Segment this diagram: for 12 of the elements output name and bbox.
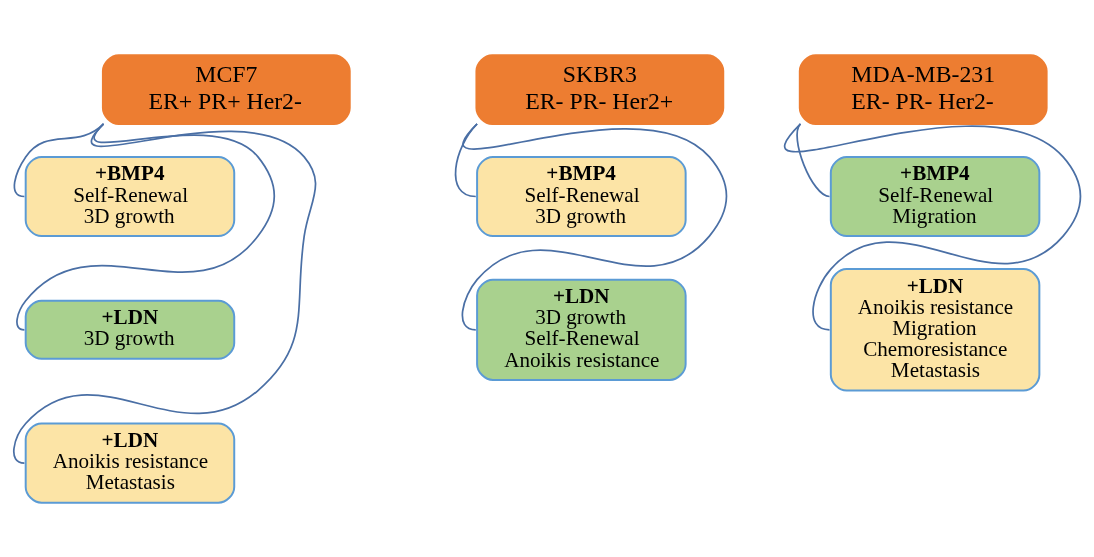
node-box: +BMP4 Self-Renewal 3D growth <box>24 155 236 237</box>
connector <box>461 122 728 331</box>
node-box: SKBR3 ER- PR- Her2+ <box>475 53 725 125</box>
node-box: MCF7 ER+ PR+ Her2- <box>101 53 351 125</box>
node-box: +BMP4 Self-Renewal 3D growth <box>476 155 687 237</box>
connector <box>784 122 1082 331</box>
node-box: +BMP4 Self-Renewal Migration <box>829 155 1041 237</box>
node-box: MDA-MB-231 ER- PR- Her2- <box>798 53 1048 125</box>
node-box: +LDN 3D growth <box>24 299 236 360</box>
node-box: +LDN Anoikis resistance Metastasis <box>24 422 236 504</box>
node-box: +LDN Anoikis resistance Migration Chemoresistance Metastasis <box>829 267 1041 391</box>
node-box: +LDN 3D growth Self-Renewal Anoikis resistance <box>476 278 687 381</box>
